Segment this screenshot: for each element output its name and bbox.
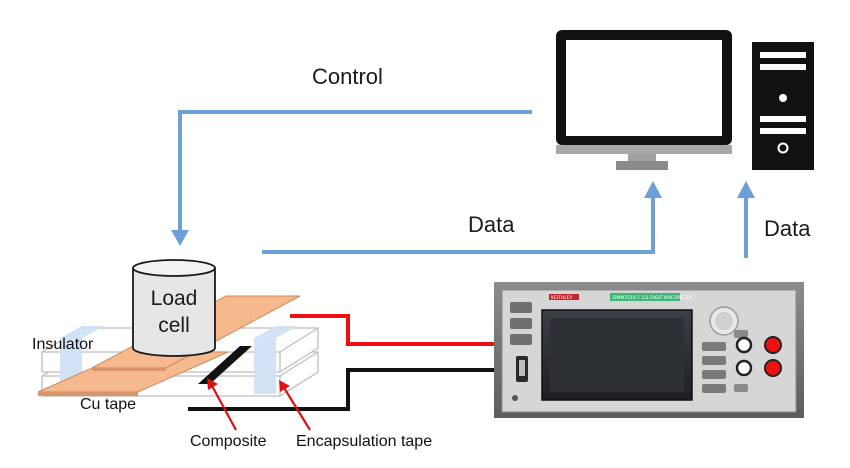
insulator-strip — [60, 326, 104, 338]
composite-pointer — [207, 378, 237, 431]
multimeter-brand: KEITHLEY — [551, 295, 573, 301]
control-label: Control — [312, 64, 383, 89]
multimeter-model: DMM7510 7 1/2 DIGIT MULTIMETER — [613, 295, 692, 301]
computer-tower-icon — [752, 42, 814, 170]
data-arrow-to-tower — [737, 181, 755, 258]
load-cell-label-line2: cell — [158, 314, 190, 337]
monitor-icon — [556, 30, 732, 170]
load-cell — [132, 259, 216, 357]
data-arrow-to-monitor — [262, 181, 662, 254]
data-label-monitor: Data — [468, 212, 515, 237]
composite-label: Composite — [190, 433, 267, 450]
cu-tape-label: Cu tape — [80, 396, 136, 413]
composite-layer — [198, 346, 252, 384]
multimeter-icon — [494, 282, 804, 418]
load-cell-label-line1: Load — [151, 287, 198, 310]
control-arrow — [171, 110, 532, 246]
encapsulation-tape-pointer — [279, 380, 311, 431]
data-label-tower: Data — [764, 216, 811, 241]
insulator-label: Insulator — [32, 336, 94, 353]
encapsulation-tape-label: Encapsulation tape — [296, 433, 432, 450]
encapsulation-tape-strip — [254, 326, 298, 338]
